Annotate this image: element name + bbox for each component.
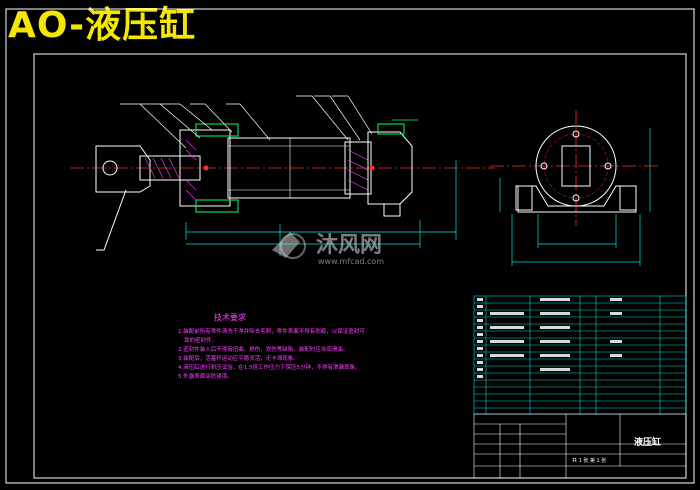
cylinder-end-view <box>490 110 660 226</box>
tech-requirement-line: 1.装配前所有零件清洗干净并除去毛刺，零件表面不得有划痕，以保证密封可 <box>178 327 365 335</box>
rear-seal-marker <box>369 165 375 171</box>
front-flange <box>195 123 239 137</box>
rear-head-port <box>377 123 405 135</box>
front-flange-bottom <box>195 199 239 213</box>
rear-clevis <box>95 145 151 193</box>
rear-head <box>367 131 413 205</box>
tech-requirement-line: 3.装配后，活塞杆运动应平稳灵活，无卡滞现象。 <box>178 354 299 362</box>
rear-head-bolt <box>383 203 401 217</box>
leader-lines <box>120 95 373 149</box>
end-dimensions <box>499 128 651 266</box>
tech-requirements-heading: 技术要求 <box>214 312 246 322</box>
cylinder-main-view <box>70 95 495 251</box>
end-base-lug-right <box>619 185 637 211</box>
title-block-name: 液压缸 <box>634 436 661 448</box>
drawing-frame <box>5 8 695 484</box>
title-block <box>473 413 687 479</box>
drawing-inner-frame <box>33 53 687 479</box>
title-block-sheet: 共 1 张 第 1 张 <box>572 457 606 464</box>
tech-requirement-line: 2.密封件装入后不得有扭曲、损伤、划伤等缺陷，装配时应涂润滑油。 <box>178 345 348 353</box>
tech-requirements: 技术要求 1.装配前所有零件清洗干净并除去毛刺，零件表面不得有划痕，以保证密封可… <box>178 312 365 380</box>
front-gland <box>179 129 231 207</box>
main-dimensions <box>185 160 457 256</box>
end-bore <box>561 145 591 187</box>
end-base-lug-left <box>515 185 533 211</box>
end-flange-bolt-circle <box>543 133 609 199</box>
watermark: 沐风网 www.mfcad.com <box>272 232 384 266</box>
end-base <box>517 185 637 213</box>
rod-hatch <box>144 157 180 179</box>
watermark-url: www.mfcad.com <box>318 257 384 266</box>
parts-list-marks <box>477 298 622 378</box>
parts-list-table <box>473 295 687 415</box>
watermark-logo-icon <box>272 232 300 258</box>
tech-requirement-line: 靠的密封件。 <box>184 336 217 344</box>
tech-requirement-line: 4.液压缸进行耐压试验，在1.5倍工作压力下保压5分钟，不得有渗漏现象。 <box>178 363 361 371</box>
watermark-brand: 沐风网 <box>316 233 382 258</box>
gland-hatch <box>185 139 197 201</box>
piston-hatch <box>347 149 369 191</box>
cylinder-barrel <box>227 137 351 199</box>
clevis-pin-hole <box>102 160 118 176</box>
front-seal-marker <box>203 165 209 171</box>
page-title: AO-液压缸 <box>8 5 197 46</box>
clevis-bracket <box>96 189 127 251</box>
piston-rod <box>139 155 201 181</box>
tech-requirement-line: 5.外露表面涂防锈漆。 <box>178 372 233 380</box>
